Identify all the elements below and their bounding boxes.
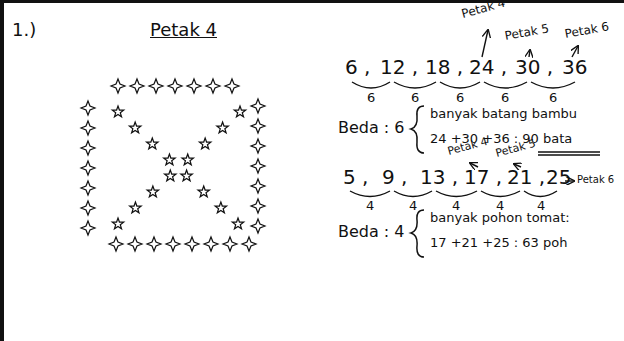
- star-mark: [165, 170, 176, 181]
- handwritten-label: 30 ,: [515, 56, 553, 79]
- handwritten-label: 36: [562, 56, 587, 79]
- star-mark: [206, 79, 220, 93]
- star-mark: [128, 237, 142, 251]
- pointer-arrows: [470, 30, 578, 181]
- handwritten-label: banyak pohon tomat:: [430, 211, 570, 226]
- star-mark: [182, 154, 193, 165]
- star-mark: [242, 237, 256, 251]
- handwritten-label: 6: [549, 91, 557, 106]
- frame-edge: [0, 0, 624, 3]
- star-figure: [81, 79, 265, 251]
- handwritten-label: Petak 6: [577, 174, 614, 186]
- star-mark: [112, 106, 123, 117]
- star-mark: [215, 202, 226, 213]
- star-mark: [130, 79, 144, 93]
- star-mark: [223, 237, 237, 251]
- handwritten-label: 6 ,: [345, 56, 370, 79]
- figure-heading: Petak 4: [150, 20, 217, 41]
- handwritten-label: Petak 5: [504, 22, 550, 43]
- handwritten-label: banyak batang bambu: [430, 107, 577, 122]
- handwritten-label: 17 ,: [464, 166, 502, 189]
- star-mark: [251, 219, 265, 233]
- star-mark: [234, 106, 245, 117]
- star-mark: [129, 122, 140, 133]
- star-mark: [168, 79, 182, 93]
- star-mark: [251, 119, 265, 133]
- star-mark: [187, 79, 201, 93]
- handwritten-label: 6: [367, 91, 375, 106]
- star-mark: [199, 138, 210, 149]
- handwritten-label: 6: [501, 91, 509, 106]
- handwritten-label: 21 ,: [507, 166, 545, 189]
- star-mark: [251, 179, 265, 193]
- handwritten-label: Beda : 4: [338, 223, 405, 241]
- star-mark: [251, 99, 265, 113]
- star-mark: [109, 237, 123, 251]
- star-mark: [81, 221, 95, 235]
- star-mark: [204, 237, 218, 251]
- star-mark: [147, 186, 158, 197]
- double-underline: [538, 152, 600, 155]
- star-mark: [164, 154, 175, 165]
- star-mark: [185, 237, 199, 251]
- handwritten-label: 6: [411, 91, 419, 106]
- star-mark: [181, 170, 192, 181]
- handwritten-label: 25: [546, 166, 571, 189]
- star-mark: [198, 186, 209, 197]
- star-mark: [81, 201, 95, 215]
- star-mark: [251, 159, 265, 173]
- handwritten-label: 24 ,: [469, 56, 507, 79]
- star-mark: [251, 199, 265, 213]
- difference-arcs: [350, 82, 575, 197]
- star-mark: [111, 79, 125, 93]
- handwritten-label: 12 ,: [380, 56, 418, 79]
- handwritten-label: Petak 4: [460, 0, 507, 22]
- star-mark: [81, 161, 95, 175]
- handwritten-label: 18 ,: [425, 56, 463, 79]
- star-mark: [217, 122, 228, 133]
- handwritten-label: Petak 6: [564, 20, 610, 41]
- star-mark: [130, 202, 141, 213]
- star-mark: [232, 218, 243, 229]
- star-mark: [81, 181, 95, 195]
- handwritten-label: 4: [366, 199, 374, 214]
- star-mark: [81, 121, 95, 135]
- star-mark: [81, 141, 95, 155]
- star-mark: [251, 139, 265, 153]
- star-mark: [147, 237, 161, 251]
- handwritten-label: 17 +21 +25 : 63 poh: [430, 236, 567, 251]
- handwritten-label: 9 ,: [382, 166, 407, 189]
- handwritten-label: 1.): [12, 20, 36, 41]
- handwritten-label: 6: [456, 91, 464, 106]
- star-mark: [166, 237, 180, 251]
- handwritten-label: 5 ,: [343, 166, 368, 189]
- handwritten-label: 4: [409, 199, 417, 214]
- handwritten-label: Beda : 6: [338, 119, 405, 137]
- star-mark: [147, 138, 158, 149]
- frame-edge: [0, 0, 4, 341]
- star-mark: [225, 79, 239, 93]
- star-mark: [81, 101, 95, 115]
- star-mark: [112, 218, 123, 229]
- handwritten-label: 13 ,: [420, 166, 458, 189]
- star-mark: [149, 79, 163, 93]
